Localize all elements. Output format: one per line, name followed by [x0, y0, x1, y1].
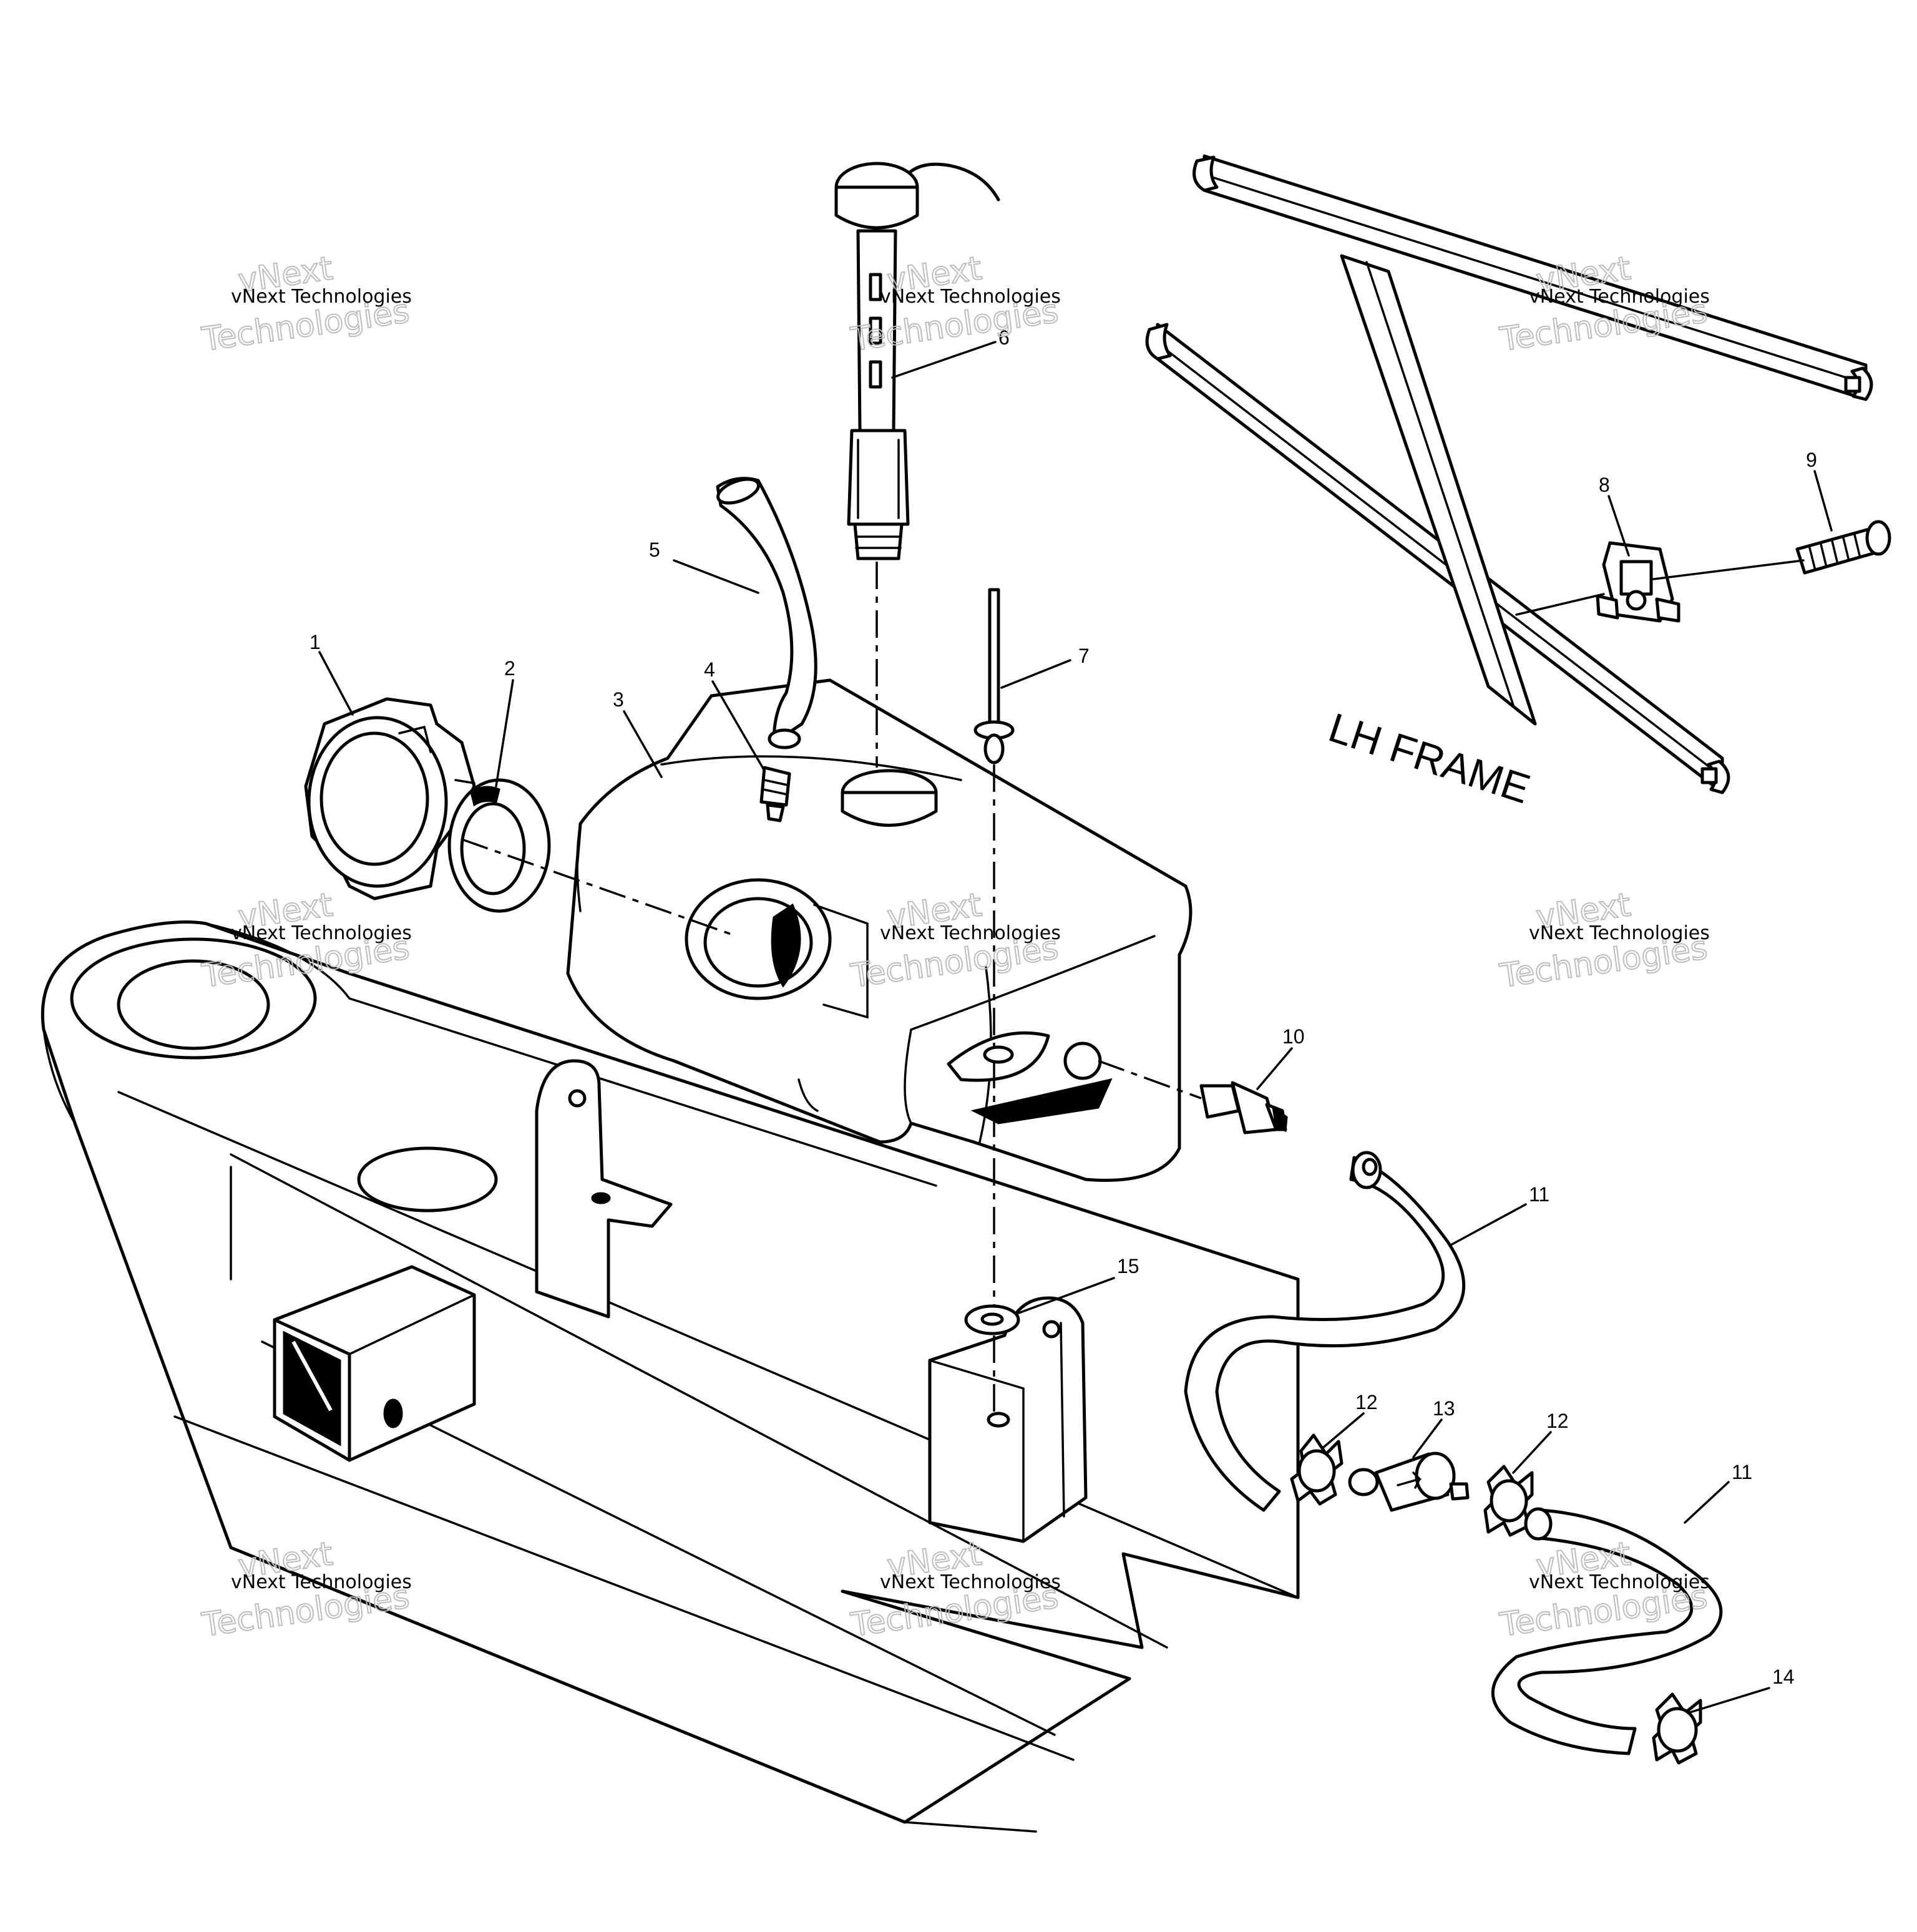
- watermark-bottom-center: vNext Technologies vNext Technologies: [848, 1534, 1061, 1645]
- tank-fitting-part: [759, 766, 791, 822]
- callout-11-upper: 11: [1529, 1183, 1549, 1206]
- base-frame-part: [41, 920, 1300, 1833]
- callout-leader-lines: [318, 341, 1833, 1714]
- drain-fitting-part: [1199, 1081, 1288, 1134]
- svg-text:vNext Technologies: vNext Technologies: [880, 286, 1061, 308]
- oil-hose-upper-part: [1184, 1151, 1466, 1512]
- watermark-top-left: vNext Technologies vNext Technologies: [199, 249, 412, 359]
- callout-10: 10: [1282, 1025, 1305, 1048]
- callout-7: 7: [1078, 645, 1090, 667]
- callout-6: 6: [998, 326, 1010, 349]
- callout-12-right: 12: [1546, 1410, 1569, 1432]
- svg-text:vNext Technologies: vNext Technologies: [231, 286, 412, 308]
- callout-13: 13: [1433, 1397, 1455, 1420]
- oil-hose-lower-part: [1491, 1507, 1723, 1755]
- callout-2: 2: [504, 657, 515, 680]
- lh-frame-rails: [1145, 154, 1873, 794]
- vent-hose-part: [716, 477, 817, 749]
- callout-5: 5: [649, 539, 660, 561]
- frame-bolt-part: [1795, 520, 1891, 575]
- watermark-middle-right: vNext Technologies vNext Technologies: [1497, 886, 1710, 996]
- hose-clamp-right-part: [1483, 1465, 1534, 1537]
- callout-numbers: 1 2 3 4 5 6 7 8 9 10 11 11 12 12 13 14 1…: [310, 326, 1817, 1688]
- cap-gasket-part: [447, 778, 551, 913]
- washer-part: [964, 1304, 1020, 1335]
- hose-clamp-lower-part: [1652, 1692, 1702, 1765]
- dipstick-pin-part: [973, 588, 1015, 764]
- inline-filter-part: [1348, 1451, 1470, 1512]
- clamp-to-bolt-line: [1652, 559, 1805, 580]
- lh-frame-label: LH FRAME: [1324, 704, 1536, 812]
- svg-text:vNext Technologies: vNext Technologies: [1529, 286, 1710, 308]
- svg-text:vNext Technologies: vNext Technologies: [880, 1571, 1061, 1593]
- svg-text:vNext Technologies: vNext Technologies: [1529, 922, 1710, 944]
- callout-3: 3: [613, 688, 624, 711]
- callout-14: 14: [1772, 1666, 1795, 1688]
- callout-9: 9: [1806, 449, 1817, 471]
- frame-clamp-part: [1596, 541, 1680, 623]
- oil-tank-part: [566, 678, 1193, 1182]
- assembly-centerlines: [461, 562, 1202, 1417]
- oil-cap-part: [304, 697, 476, 900]
- svg-text:vNext Technologies: vNext Technologies: [231, 922, 412, 944]
- svg-text:vNext Technologies: vNext Technologies: [880, 922, 1061, 944]
- clamp-to-frame-line: [1515, 593, 1605, 616]
- level-gauge-part: [834, 162, 1000, 560]
- callout-11-lower: 11: [1732, 1461, 1752, 1483]
- callout-15: 15: [1117, 1255, 1139, 1277]
- hose-clamp-left-part: [1290, 1433, 1344, 1506]
- callout-4: 4: [704, 658, 715, 681]
- svg-text:vNext Technologies: vNext Technologies: [231, 1571, 412, 1593]
- callout-8: 8: [1599, 474, 1610, 496]
- callout-12-left: 12: [1355, 1391, 1378, 1413]
- svg-text:vNext Technologies: vNext Technologies: [1529, 1571, 1710, 1593]
- callout-1: 1: [310, 631, 321, 653]
